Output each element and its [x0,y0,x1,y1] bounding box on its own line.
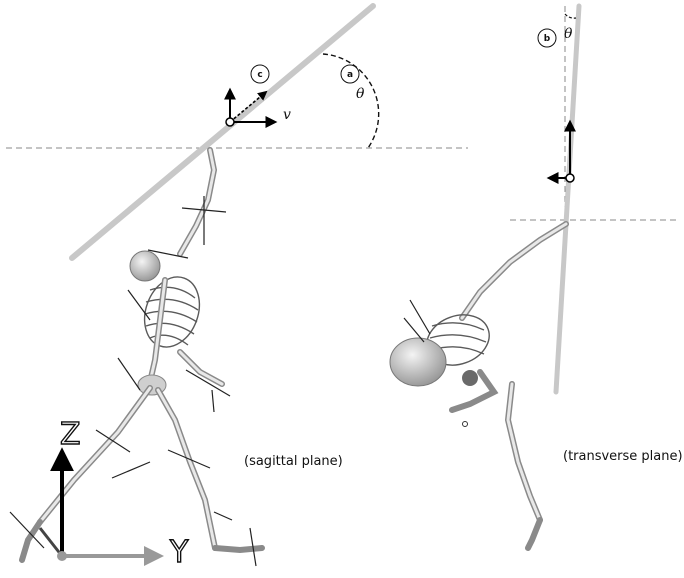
transverse-club-shaft [553,3,582,395]
axis-y-label: Y [169,535,189,570]
transverse-skeleton [389,221,569,551]
transverse-caption: (transverse plane) [563,449,683,464]
axis-z-label: Z [60,417,81,452]
clubhead-frame [224,87,278,128]
sagittal-angle-arc [322,53,380,149]
badge-a: a [340,64,360,84]
sagittal-theta-symbol: θ [356,86,365,102]
svg-text:a: a [347,70,353,80]
sagittal-ribcage [143,276,201,348]
svg-text:c: c [257,70,262,80]
velocity-symbol: v [283,107,291,123]
sagittal-skeleton [9,147,265,567]
global-axes: Z Y [38,416,190,571]
transverse-clubhead-frame [546,119,576,184]
transverse-theta-symbol: θ [564,26,573,42]
sagittal-caption: (sagittal plane) [244,454,343,469]
transverse-view: b θ [389,3,683,551]
badge-b: b [537,28,557,48]
sagittal-view: c a θ v [6,3,468,571]
sagittal-club-shaft [69,3,376,261]
svg-text:b: b [544,34,551,44]
badge-c: c [250,64,270,84]
transverse-angle-arc [564,13,577,19]
